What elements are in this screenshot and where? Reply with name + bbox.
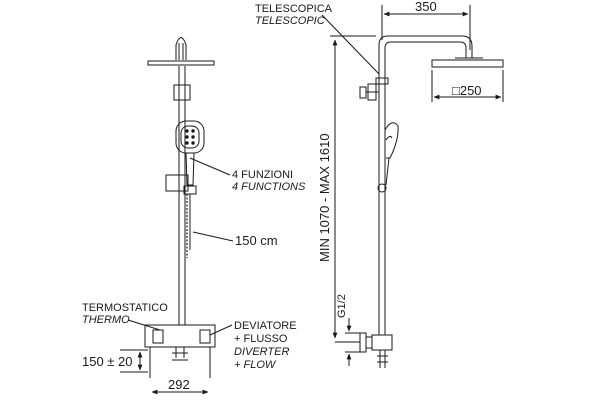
arm-length-label: 350 <box>415 0 437 14</box>
head-size-label: □250 <box>452 83 482 98</box>
diverter-label-it: DEVIATORE <box>234 320 297 332</box>
width-dimension-label: 292 <box>168 377 190 392</box>
side-mixer <box>359 332 393 368</box>
telescopic-label-it: TELESCOPICA <box>255 3 333 15</box>
side-wall-bracket <box>359 83 379 101</box>
side-dim-thread <box>345 318 360 366</box>
front-dim-spacing <box>120 349 148 373</box>
side-dim-head <box>431 70 504 102</box>
thermo-label-en: THERMO <box>82 314 130 326</box>
hose-length-label: 150 cm <box>235 233 278 248</box>
side-shower-head <box>431 57 504 68</box>
telescopic-label-en: TELESCOPIC <box>255 15 325 27</box>
front-hand-shower <box>175 120 205 250</box>
side-hand-shower <box>384 122 399 186</box>
side-dim-height <box>330 35 376 343</box>
front-view <box>120 37 234 395</box>
front-riser-pipe <box>173 66 191 325</box>
functions-label-it: 4 FUNZIONI <box>232 169 294 181</box>
thermo-label-it: TERMOSTATICO <box>82 302 168 314</box>
diverter-label-en: DIVERTER <box>234 346 290 358</box>
diverter-label-en2: + FLOW <box>234 359 276 371</box>
front-shower-head <box>147 37 215 66</box>
side-holder <box>377 183 387 193</box>
thread-label: G1/2 <box>336 294 348 318</box>
front-holder <box>165 174 189 192</box>
diverter-label-it2: + FLUSSO <box>234 333 288 345</box>
side-view <box>321 5 504 368</box>
functions-label-en: 4 FUNCTIONS <box>232 181 306 193</box>
side-shower-arm <box>378 35 473 80</box>
spacing-dimension-label: 150 ± 20 <box>82 354 133 369</box>
height-range-label: MIN 1070 - MAX 1610 <box>317 133 332 262</box>
side-riser-pipe <box>375 77 389 335</box>
front-mixer <box>144 324 216 378</box>
side-dim-arm <box>381 5 471 50</box>
